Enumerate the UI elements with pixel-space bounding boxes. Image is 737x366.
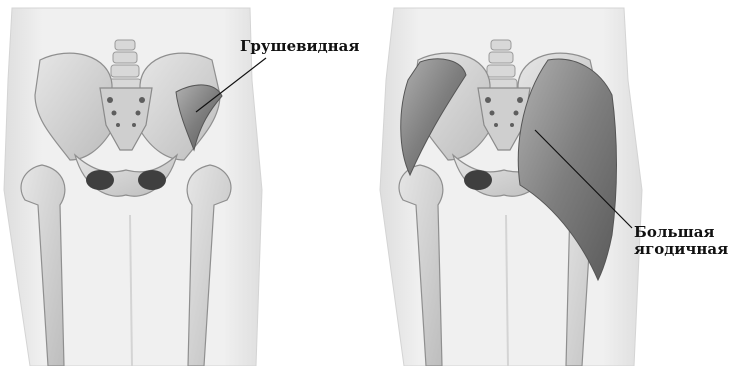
left-panel: [4, 8, 266, 366]
gluteus-label-line-2: ягодичная: [634, 241, 728, 258]
right-panel: [380, 8, 642, 366]
left-obturator-left: [86, 170, 114, 190]
piriformis-label: Грушевидная: [240, 38, 359, 55]
gluteus-maximus-label: Большая ягодичная: [634, 224, 728, 258]
gluteus-label-line-1: Большая: [634, 224, 728, 241]
right-obturator-left: [464, 170, 492, 190]
left-obturator-right: [138, 170, 166, 190]
